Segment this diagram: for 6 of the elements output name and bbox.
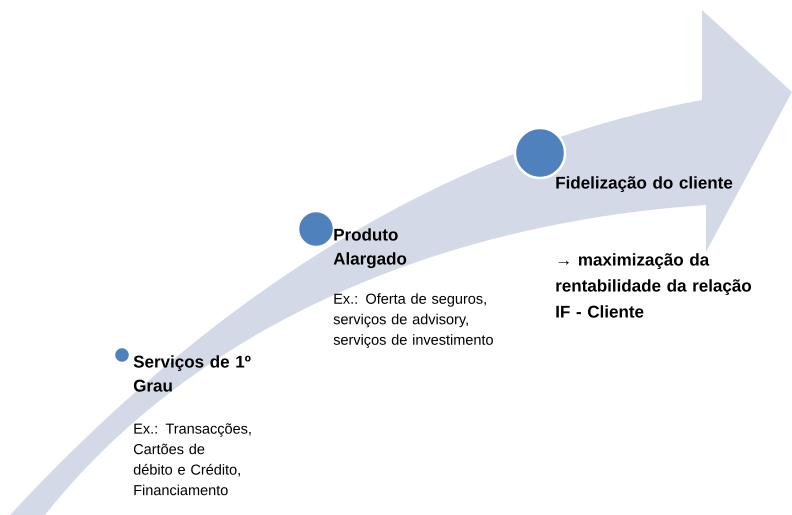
heading: Produto Alargado [334,228,406,268]
description-text: Ex.: Oferta de seguros, serviços de advisory, serviços de investimento [334,293,493,348]
description-text: Ex.: Transacções, Cartões de débito e Crédito, Financiamento [134,423,251,496]
description-text: → maximização da rentabilidade da relação IF - Cliente [556,253,752,318]
heading: Serviços de 1º Grau [134,355,251,392]
heading: Fidelização do cliente [556,176,732,192]
